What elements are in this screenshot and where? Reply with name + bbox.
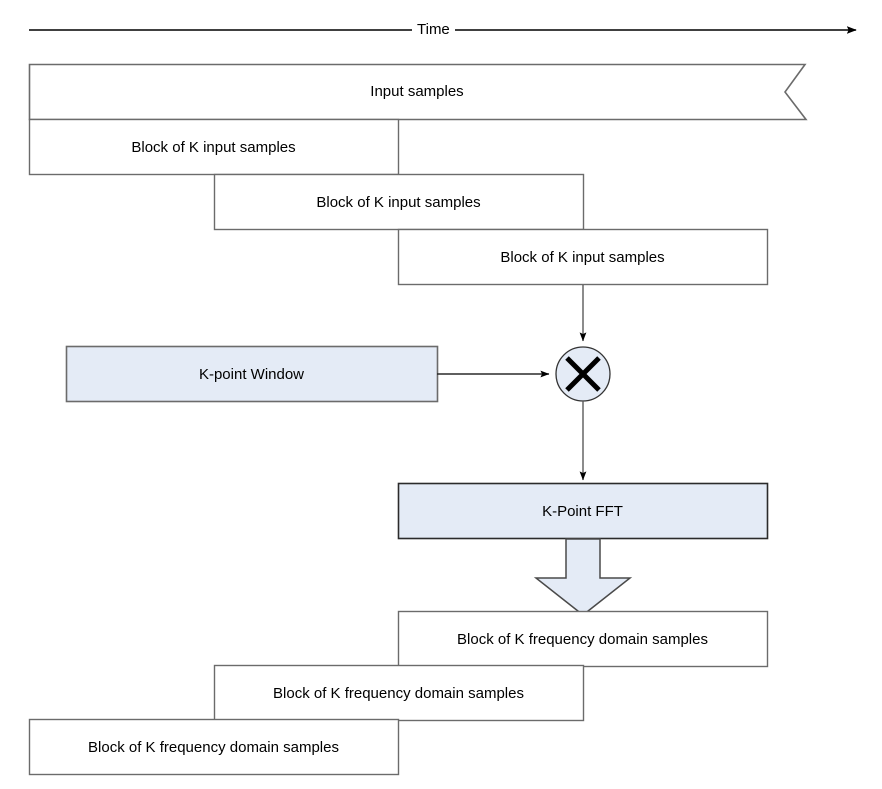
input-block-rect-1	[28, 118, 400, 176]
output-block-rect-3	[28, 718, 400, 776]
multiply-node	[555, 346, 611, 402]
input-stream-shape	[28, 63, 808, 121]
output-block-rect-1	[397, 610, 769, 668]
window-box-shape	[65, 345, 439, 403]
time-axis-label: Time	[412, 21, 455, 38]
input-block-rect-3	[397, 228, 769, 286]
output-block-rect-2	[213, 664, 585, 722]
fft-box-shape	[397, 482, 769, 540]
input-blocks-group	[28, 118, 769, 286]
input-stream-outline	[28, 63, 808, 121]
block-arrow-shape	[533, 538, 633, 616]
fft-rect	[397, 482, 769, 540]
block-arrow-fft-to-output	[533, 538, 633, 616]
window-rect	[65, 345, 439, 403]
input-block-rect-2	[213, 173, 585, 231]
output-blocks-group	[28, 610, 769, 776]
multiply-icon-stroke-b	[565, 356, 601, 392]
